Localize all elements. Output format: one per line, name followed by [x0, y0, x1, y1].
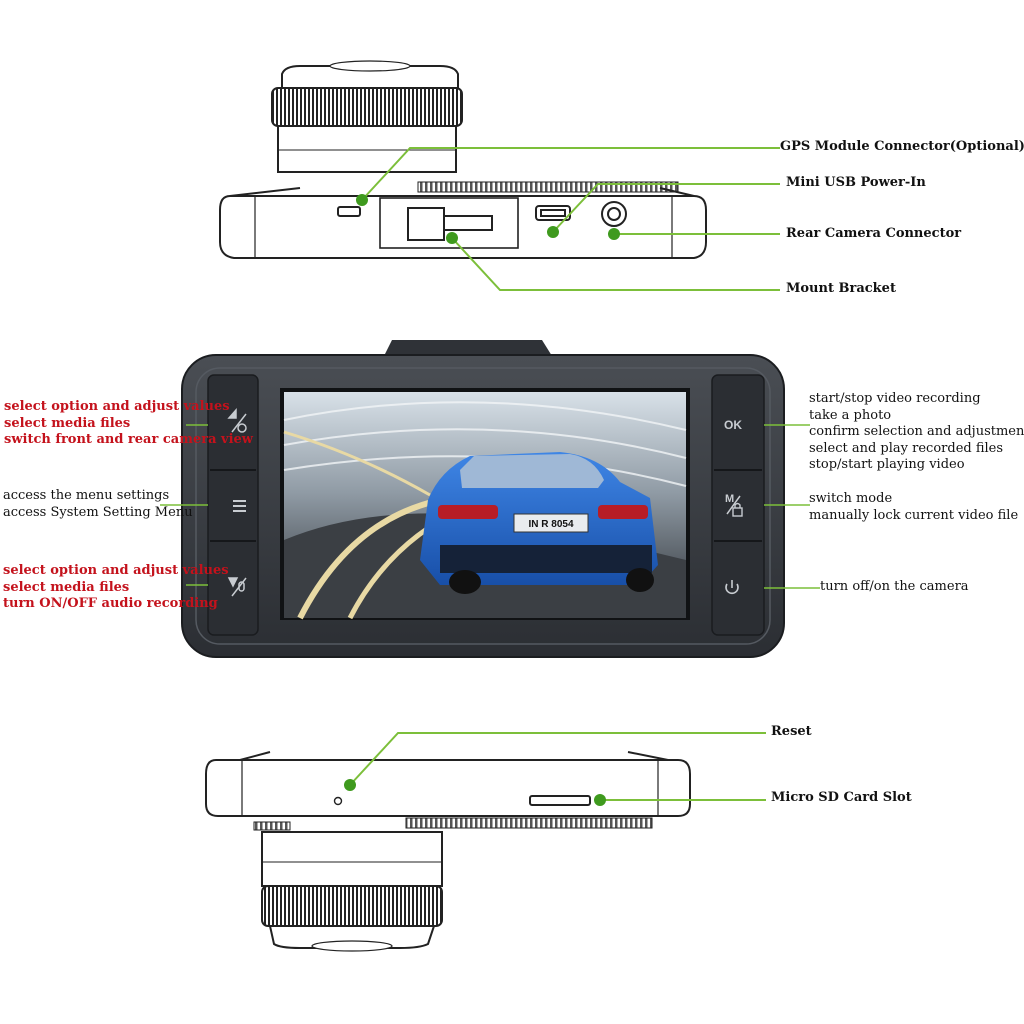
- power-desc-line-1: turn off/on the camera: [820, 579, 969, 594]
- car-image: IN R 8054: [420, 452, 658, 594]
- ok-button-label[interactable]: OK: [724, 418, 742, 432]
- menu-icon[interactable]: [233, 500, 246, 512]
- top-view-leaders: [361, 147, 780, 291]
- down-button-description: select option and adjust values select m…: [3, 563, 229, 613]
- mini-usb-label: Mini USB Power-In: [786, 175, 926, 190]
- license-plate: IN R 8054: [528, 519, 573, 530]
- up-capture-icon[interactable]: [227, 408, 247, 433]
- mode-button-label: M: [725, 493, 734, 505]
- front-view-leaders: [160, 424, 820, 589]
- down-desc-line-1: select option and adjust values: [3, 563, 229, 578]
- ok-desc-line-1: start/stop video recording: [809, 391, 981, 406]
- mode-desc-line-2: manually lock current video file: [809, 507, 1019, 523]
- up-button-description: select option and adjust values select m…: [4, 399, 253, 449]
- bottom-view-dots: [344, 779, 606, 806]
- mount-bracket-label: Mount Bracket: [786, 281, 896, 296]
- top-view-device: [219, 60, 707, 259]
- top-view-dots: [356, 194, 620, 244]
- down-mic-icon[interactable]: [227, 577, 247, 597]
- reset-label: Reset: [771, 724, 812, 739]
- mode-desc-line-1: switch mode: [809, 491, 893, 506]
- screen: IN R 8054: [280, 388, 690, 620]
- ok-desc-line-4: select and play recorded files: [809, 440, 1004, 456]
- bottom-view-leaders: [349, 732, 766, 801]
- mode-lock-icon[interactable]: M: [725, 493, 743, 517]
- down-desc-line-2: select media files: [3, 579, 130, 595]
- menu-button-description: access the menu settings access System S…: [3, 488, 193, 521]
- ok-button-description: start/stop video recording take a photo …: [809, 391, 1024, 474]
- ok-desc-line-5: stop/start playing video: [809, 457, 965, 472]
- micro-sd-slot-label: Micro SD Card Slot: [771, 790, 912, 805]
- menu-desc-line-2: access System Setting Menu: [3, 504, 193, 520]
- ok-desc-line-3: confirm selection and adjustment: [809, 424, 1024, 439]
- rear-camera-connector-label: Rear Camera Connector: [786, 226, 962, 241]
- menu-desc-line-1: access the menu settings: [3, 488, 170, 503]
- up-desc-line-1: select option and adjust values: [4, 399, 230, 414]
- ok-desc-line-2: take a photo: [809, 407, 892, 423]
- gps-connector-label: GPS Module Connector(Optional): [780, 139, 1024, 154]
- mode-button-description: switch mode manually lock current video …: [809, 491, 1018, 524]
- down-desc-line-3: turn ON/OFF audio recording: [3, 596, 218, 611]
- power-icon[interactable]: [725, 580, 739, 595]
- up-desc-line-2: select media files: [4, 415, 131, 431]
- bottom-view-device: [205, 751, 691, 952]
- power-button-description: turn off/on the camera: [820, 579, 969, 596]
- up-desc-line-3: switch front and rear camera view: [4, 432, 253, 447]
